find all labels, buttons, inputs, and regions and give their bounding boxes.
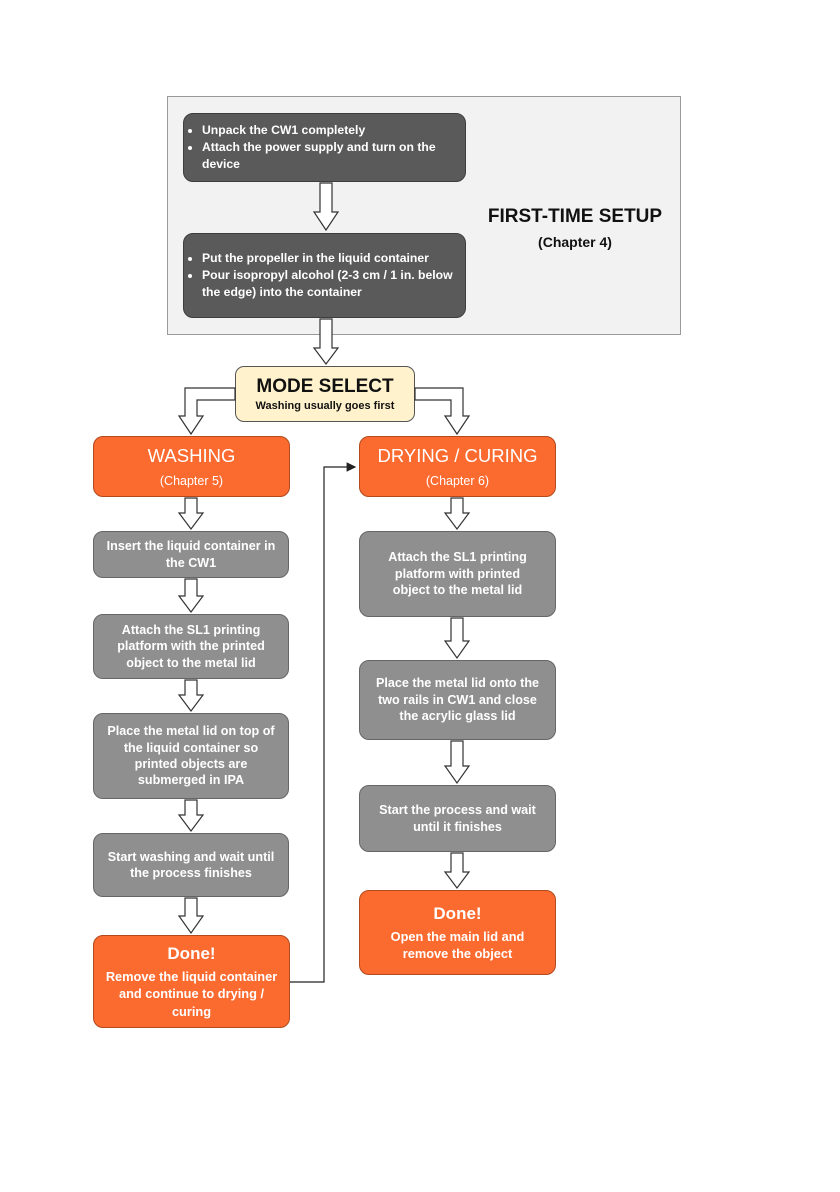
arrow-wash-step-4-to-done	[177, 897, 205, 935]
washing-step-1: Insert the liquid container in the CW1	[93, 531, 289, 578]
washing-step-3: Place the metal lid on top of the liquid…	[93, 713, 289, 799]
arrow-setup-to-mode	[312, 318, 340, 365]
drying-step-3: Start the process and wait until it fini…	[359, 785, 556, 852]
washing-step-4: Start washing and wait until the process…	[93, 833, 289, 897]
connector-washing-to-drying	[290, 462, 357, 983]
arrow-wash-step-1-to-2	[177, 578, 205, 613]
setup-step-1-item-1: Unpack the CW1 completely	[202, 122, 465, 139]
washing-header: WASHING (Chapter 5)	[93, 436, 290, 497]
washing-title: WASHING	[147, 444, 236, 466]
arrow-dry-step-1-to-2	[443, 617, 471, 660]
arrow-wash-header-to-step-1	[177, 497, 205, 530]
mode-select-title: MODE SELECT	[256, 376, 394, 397]
arrow-mode-to-drying	[414, 387, 471, 436]
drying-subtitle: (Chapter 6)	[425, 473, 490, 488]
arrow-wash-step-2-to-3	[177, 679, 205, 712]
arrow-dry-step-2-to-3	[443, 740, 471, 785]
washing-step-2: Attach the SL1 printing platform with th…	[93, 614, 289, 679]
setup-step-2-item-1: Put the propeller in the liquid containe…	[202, 250, 465, 267]
arrow-setup-1-to-2	[312, 182, 340, 232]
arrow-dry-step-3-to-done	[443, 852, 471, 889]
arrow-wash-step-3-to-4	[177, 799, 205, 832]
setup-subtitle: (Chapter 4)	[538, 234, 612, 250]
drying-done-text: Open the main lid and remove the object	[390, 928, 525, 962]
drying-done-title: Done!	[433, 903, 482, 923]
arrow-mode-to-washing	[177, 387, 236, 436]
setup-title-block: FIRST-TIME SETUP (Chapter 4)	[470, 206, 680, 250]
setup-step-1: Unpack the CW1 completely Attach the pow…	[183, 113, 466, 182]
drying-step-2: Place the metal lid onto the two rails i…	[359, 660, 556, 740]
arrow-dry-header-to-step-1	[443, 497, 471, 530]
mode-select-subtitle: Washing usually goes first	[255, 400, 395, 412]
washing-done-box: Done! Remove the liquid container and co…	[93, 935, 290, 1028]
mode-select-box: MODE SELECT Washing usually goes first	[235, 366, 415, 422]
setup-step-2-item-2: Pour isopropyl alcohol (2-3 cm / 1 in. b…	[202, 267, 465, 301]
setup-step-1-item-2: Attach the power supply and turn on the …	[202, 139, 465, 173]
setup-step-2: Put the propeller in the liquid containe…	[183, 233, 466, 318]
drying-step-1: Attach the SL1 printing platform with pr…	[359, 531, 556, 617]
setup-title: FIRST-TIME SETUP	[487, 206, 663, 227]
drying-header: DRYING / CURING (Chapter 6)	[359, 436, 556, 497]
drying-title: DRYING / CURING	[377, 444, 538, 466]
washing-subtitle: (Chapter 5)	[159, 473, 224, 488]
washing-done-title: Done!	[167, 944, 216, 964]
washing-done-text: Remove the liquid container and continue…	[105, 969, 278, 1019]
drying-done-box: Done! Open the main lid and remove the o…	[359, 890, 556, 975]
